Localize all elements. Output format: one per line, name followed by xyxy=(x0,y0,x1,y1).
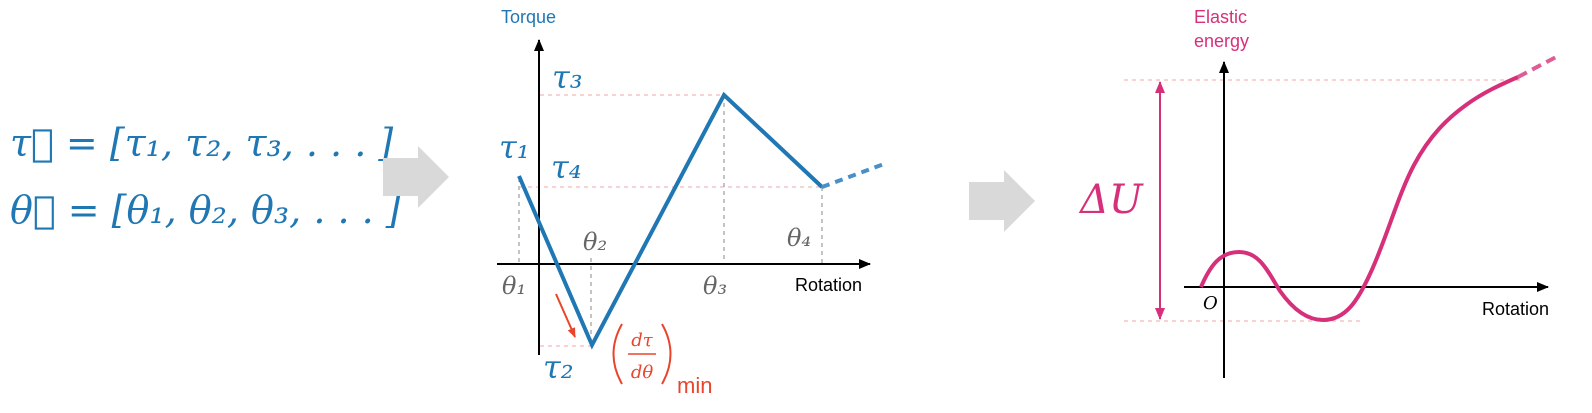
theta2-label: θ₂ xyxy=(583,228,607,256)
torque-axis-label: Torque xyxy=(501,7,556,27)
input-vectors: τ⃗ = [τ₁, τ₂, τ₃, . . . ] θ⃗ = [θ₁, θ₂, … xyxy=(10,121,401,232)
delta-u-label: ΔU xyxy=(1078,177,1144,223)
tau4-label: τ₄ xyxy=(551,148,582,186)
energy-curve-continuation xyxy=(1517,54,1559,79)
theta-vector-text: θ⃗ = [θ₁, θ₂, θ₃, . . . ] xyxy=(10,188,401,232)
flow-arrow-2 xyxy=(969,170,1035,232)
torque-plot: Torque Rotation τ₁ τ₂ τ₃ τ₄ θ₁ θ₂ θ₃ θ₄ … xyxy=(497,7,885,398)
min-slope-annotation: dτ dθ min xyxy=(612,323,712,398)
torque-curve xyxy=(517,91,824,350)
slope-numerator: dτ xyxy=(631,330,654,351)
torque-curve-continuation xyxy=(821,162,885,189)
theta3-label: θ₃ xyxy=(703,272,727,300)
torque-reference-lines xyxy=(518,94,823,347)
min-slope-arrow xyxy=(555,293,576,338)
slope-denominator: dθ xyxy=(631,362,654,383)
tau2-label: τ₂ xyxy=(543,348,574,386)
flow-arrow-1 xyxy=(383,146,449,208)
energy-rotation-label: Rotation xyxy=(1482,299,1549,319)
energy-plot: ΔU Elastic energy O Rotation xyxy=(1078,7,1559,378)
tau-vector-text: τ⃗ = [τ₁, τ₂, τ₃, . . . ] xyxy=(10,121,393,165)
energy-curve xyxy=(1199,75,1519,323)
origin-label: O xyxy=(1203,293,1218,314)
tau1-label: τ₁ xyxy=(499,128,530,166)
energy-axis-label-line1: Elastic xyxy=(1194,7,1247,27)
tau3-label: τ₃ xyxy=(552,58,583,96)
theta4-label: θ₄ xyxy=(787,224,811,252)
energy-axis-label-line2: energy xyxy=(1194,31,1249,51)
theta1-label: θ₁ xyxy=(502,272,526,300)
slope-subscript: min xyxy=(677,373,712,398)
rotation-axis-label: Rotation xyxy=(795,275,862,295)
